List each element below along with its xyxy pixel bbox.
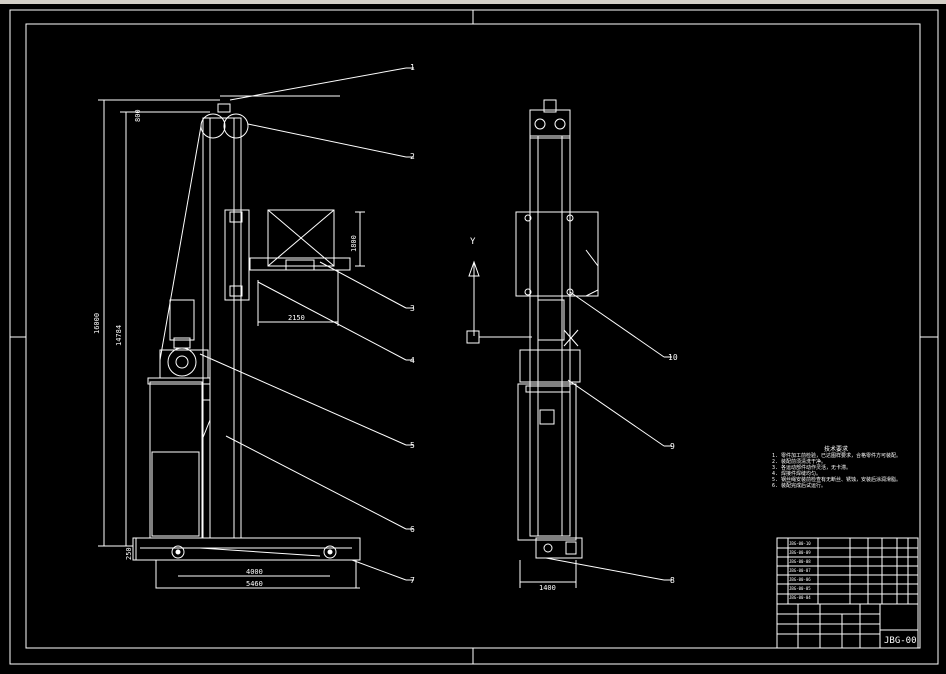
carriage	[224, 209, 250, 301]
sheet-inner-border	[25, 23, 921, 649]
mast	[202, 117, 242, 539]
drum	[167, 347, 197, 377]
wheel-left	[171, 545, 185, 559]
side-top-pulley	[529, 109, 571, 139]
callout-7: 7	[410, 576, 415, 585]
tech-note-line: 5. 钢丝绳安装前检查有无断丝、锈蚀，安装后涂润滑脂。	[772, 476, 901, 483]
tech-note-line: 2. 装配前须清洗干净。	[772, 458, 826, 465]
side-motor	[537, 299, 565, 341]
dim-base-inner: 4000	[246, 568, 263, 576]
part-row: JBG-00-07	[789, 568, 811, 573]
y-axis-label: Y	[470, 237, 476, 247]
tech-note-line: 3. 各运动部件动作灵活，无卡滞。	[772, 464, 851, 471]
callout-4: 4	[410, 356, 415, 365]
dim-total-height: 16000	[93, 313, 101, 334]
part-row: JBG-00-08	[789, 559, 811, 564]
tech-notes-title: 技术要求	[824, 445, 848, 453]
dim-top-offset: 800	[134, 109, 142, 122]
tech-note-line: 4. 焊接件焊缝均匀。	[772, 470, 821, 477]
dim-mast-height: 14784	[115, 325, 123, 346]
callout-1: 1	[410, 63, 415, 72]
side-view	[466, 99, 599, 588]
dim-base-outer: 5460	[246, 580, 263, 588]
window-top-strip	[0, 0, 946, 4]
part-row: JBG-00-05	[789, 586, 811, 591]
callout-6: 6	[410, 525, 415, 534]
support-cabinet	[149, 381, 203, 539]
dim-box-width: 2150	[288, 314, 305, 322]
y-axis-arrow	[468, 260, 480, 277]
top-pulley-right	[223, 113, 249, 139]
side-carriage	[515, 211, 599, 297]
drawing-number: JBG-00	[884, 636, 917, 646]
tech-note-line: 6. 装配完成后试运行。	[772, 482, 826, 489]
tech-note-line: 1. 零件加工前检验，已达图样要求，合格零件方可装配。	[772, 452, 901, 459]
callout-2: 2	[410, 152, 415, 161]
dim-box-height: 1800	[350, 235, 358, 252]
wheel-right	[323, 545, 337, 559]
side-mast	[529, 135, 571, 537]
side-cabinet	[517, 383, 577, 541]
front-view	[98, 95, 365, 589]
hoist-rope	[159, 125, 202, 361]
callout-5: 5	[410, 441, 415, 450]
part-row: JBG-00-04	[789, 595, 811, 600]
ucs-origin	[466, 330, 480, 344]
callout-8: 8	[670, 576, 675, 585]
dim-base-height: 250	[125, 547, 133, 560]
callout-3: 3	[410, 304, 415, 313]
dim-side-width: 1400	[539, 584, 556, 592]
load-box	[267, 209, 335, 267]
motor	[169, 299, 195, 341]
callout-10: 10	[668, 353, 678, 362]
callout-9: 9	[670, 442, 675, 451]
title-block	[776, 537, 919, 649]
part-row: JBG-00-10	[789, 541, 811, 546]
side-base	[535, 537, 583, 559]
part-row: JBG-00-06	[789, 577, 811, 582]
part-row: JBG-00-09	[789, 550, 811, 555]
